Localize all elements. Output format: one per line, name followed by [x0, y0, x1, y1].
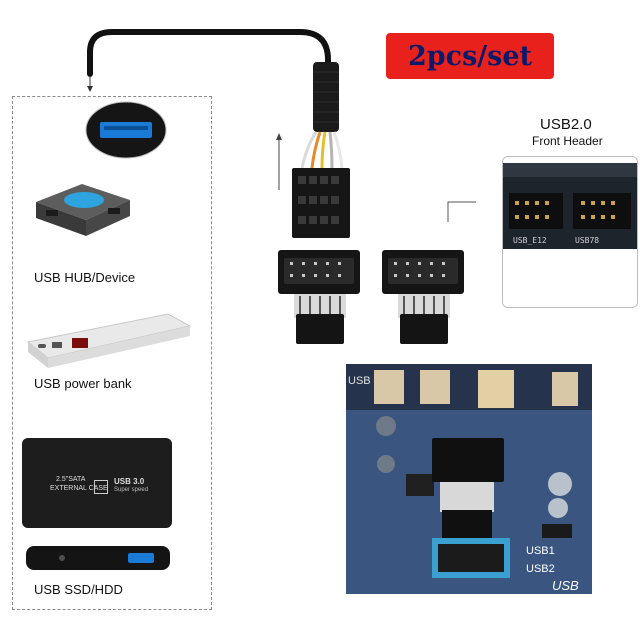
adapter-left [278, 250, 360, 344]
usb-port-icon [85, 101, 167, 159]
badge-text: 2pcs/set [407, 40, 533, 72]
ssd-text-speed: Super speed [114, 487, 149, 493]
motherboard-photo: USB USB1 USB2 USB [346, 364, 592, 594]
device-label-power-bank: USB power bank [34, 376, 132, 391]
ssd-case-icon: 2.5"SATA EXTERNAL CASE USB 3.0 Super spe… [22, 438, 172, 528]
photo-mark-usb1: USB1 [526, 545, 555, 557]
device-panel [12, 96, 212, 610]
inset-mark-right: USB78 [575, 236, 599, 245]
photo-mark-usb2: USB2 [526, 563, 555, 575]
device-label-ssd: USB SSD/HDD [34, 582, 123, 597]
photo-mark-corner: USB [552, 578, 579, 593]
ssd-text-badge: USB 3.0 [114, 477, 145, 486]
device-label-hub: USB HUB/Device [34, 270, 136, 285]
sata-logo-icon [94, 480, 108, 494]
power-bank-icon [26, 313, 192, 368]
photo-mark-top: USB [348, 375, 371, 387]
usb-hub-icon [36, 184, 130, 236]
ssd-side-icon [26, 546, 170, 570]
header-title: USB2.0 [540, 116, 592, 133]
motherboard-drawing: USB USB1 USB2 USB [346, 364, 592, 594]
header-inset-drawing: USB_E12 USB78 [503, 157, 637, 307]
ssd-text-line2: EXTERNAL CASE [50, 485, 108, 492]
adapter-right [382, 250, 464, 344]
header-inset-photo: USB_E12 USB78 [502, 156, 638, 308]
ssd-text-line1: 2.5"SATA [56, 476, 86, 483]
pieces-per-set-badge: 2pcs/set [386, 33, 554, 79]
inset-mark-left: USB_E12 [513, 236, 547, 245]
header-subtitle: Front Header [532, 134, 603, 148]
